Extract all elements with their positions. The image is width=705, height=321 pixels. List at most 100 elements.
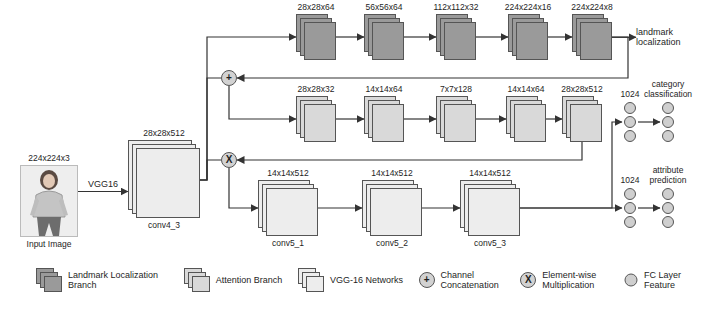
legend-item: FC Layer Feature bbox=[624, 270, 686, 291]
legend-item: Landmark Localization Branch bbox=[36, 268, 168, 292]
layer-face bbox=[192, 277, 209, 292]
connector-arrow bbox=[548, 36, 572, 37]
neuron bbox=[663, 203, 674, 214]
size-label: 56x56x64 bbox=[366, 3, 403, 12]
size-label: 14x14x512 bbox=[469, 169, 511, 178]
layer-stack bbox=[506, 96, 546, 142]
connector-arrow bbox=[476, 36, 508, 37]
connector-arrow bbox=[422, 207, 460, 208]
neuron bbox=[625, 274, 637, 286]
size-label: category classification bbox=[640, 80, 696, 99]
size-label: 224x224x8 bbox=[571, 3, 613, 12]
fc-neurons bbox=[660, 101, 676, 143]
feature-map-stack: 14x14x512conv5_2 bbox=[362, 180, 422, 236]
size-label: 14x14x512 bbox=[267, 169, 309, 178]
connector-arrow bbox=[78, 191, 128, 192]
connector-arrow bbox=[476, 118, 506, 119]
edge-label: VGG16 bbox=[86, 180, 120, 190]
output-name: landmark localization bbox=[636, 27, 698, 48]
layer-face bbox=[581, 23, 612, 60]
fc-neurons bbox=[660, 187, 676, 229]
operation-circle: + bbox=[221, 70, 237, 86]
legend-swatch bbox=[36, 268, 62, 292]
legend-item: X Element-wise Multiplication bbox=[520, 270, 608, 291]
feature-map-stack: 224x224x16 bbox=[508, 14, 548, 60]
neuron bbox=[663, 189, 674, 200]
connector-arrow bbox=[638, 121, 660, 122]
operation-circle: X bbox=[221, 152, 237, 168]
legend-text: Attention Branch bbox=[216, 275, 283, 285]
legend-text: Element-wise Multiplication bbox=[542, 270, 608, 291]
neuron bbox=[625, 103, 636, 114]
connector-arrow bbox=[638, 207, 660, 208]
neuron bbox=[625, 189, 636, 200]
connector-arrow bbox=[318, 207, 362, 208]
connector-arrow bbox=[229, 168, 258, 208]
layer-face bbox=[305, 23, 336, 60]
layer-face bbox=[371, 189, 422, 236]
trousers bbox=[37, 217, 61, 236]
layer-face bbox=[45, 277, 62, 292]
feature-map-stack: 224x224x8 bbox=[572, 14, 612, 60]
size-label: 1024 bbox=[621, 176, 640, 185]
fc-neurons bbox=[622, 187, 638, 229]
legend-text: Landmark Localization Branch bbox=[68, 270, 168, 291]
layer-stack bbox=[508, 14, 548, 60]
layer-stack bbox=[436, 96, 476, 142]
legend-text: Channel Concatenation bbox=[441, 270, 505, 291]
layer-stack bbox=[296, 96, 336, 142]
size-label: 224x224x16 bbox=[505, 3, 551, 12]
size-label: 28x28x64 bbox=[298, 3, 335, 12]
photo-frame bbox=[21, 166, 78, 237]
connector-arrow bbox=[237, 142, 582, 160]
size-label: 224x224x3 bbox=[28, 154, 70, 163]
layer-stack bbox=[562, 96, 602, 142]
neuron bbox=[625, 117, 636, 128]
connector-arrow bbox=[229, 86, 296, 119]
layer-face bbox=[305, 105, 336, 142]
output-label: landmark localization bbox=[636, 27, 698, 48]
connector-arrow bbox=[404, 118, 436, 119]
layer-stack bbox=[460, 180, 520, 236]
layer-face bbox=[515, 105, 546, 142]
size-label: 28x28x32 bbox=[298, 85, 335, 94]
layer-face bbox=[445, 105, 476, 142]
feature-map-stack: 14x14x512conv5_3 bbox=[460, 180, 520, 236]
layer-stack bbox=[572, 14, 612, 60]
layer-stack bbox=[436, 14, 476, 60]
legend-symbol: X bbox=[520, 272, 536, 288]
legend-swatch bbox=[184, 268, 210, 292]
connector-arrow bbox=[520, 207, 622, 208]
connector-arrow bbox=[336, 118, 364, 119]
feature-map-stack: 7x7x128 bbox=[436, 96, 476, 142]
sleeves bbox=[30, 196, 68, 216]
fc-layer: category classification bbox=[660, 101, 676, 143]
legend-neuron bbox=[624, 273, 638, 287]
feature-map-stack: 28x28x512conv4_3 bbox=[128, 140, 200, 218]
fc-layer: attribute prediction bbox=[660, 187, 676, 229]
layer-name: Input Image bbox=[27, 240, 72, 249]
layer-stack bbox=[364, 96, 404, 142]
connector-arrow bbox=[546, 118, 562, 119]
layer-face bbox=[445, 23, 476, 60]
layer-name: conv4_3 bbox=[148, 221, 180, 230]
connector-arrow bbox=[200, 37, 296, 180]
feature-map-stack: 56x56x64 bbox=[364, 14, 404, 60]
input-image: 224x224x3Input Image bbox=[20, 165, 78, 237]
layer-face bbox=[571, 105, 602, 142]
size-label: 1024 bbox=[621, 90, 640, 99]
connector-arrow bbox=[336, 36, 364, 37]
connector-arrow bbox=[200, 78, 221, 180]
feature-map-stack: 14x14x64 bbox=[364, 96, 404, 142]
size-label: 28x28x512 bbox=[143, 129, 185, 138]
layer-name: conv5_1 bbox=[272, 239, 304, 248]
feature-map-stack: 28x28x32 bbox=[296, 96, 336, 142]
connector-arrow bbox=[404, 36, 436, 37]
layer-stack bbox=[296, 14, 336, 60]
operator-symbol: X bbox=[222, 153, 236, 167]
face bbox=[43, 174, 55, 188]
legend-item: +Channel Concatenation bbox=[419, 270, 505, 291]
layer-name: conv5_2 bbox=[376, 239, 408, 248]
fc-layer: 1024 bbox=[622, 187, 638, 229]
